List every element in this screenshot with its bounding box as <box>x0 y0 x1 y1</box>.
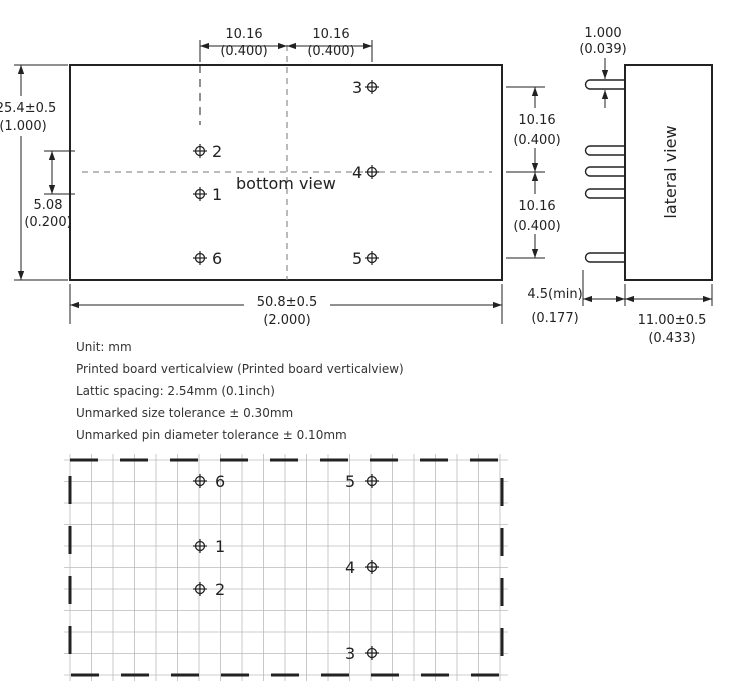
pin-5-mark <box>364 250 380 266</box>
lateral-pin-5 <box>584 252 625 263</box>
pin-1-mark <box>192 186 208 202</box>
pin-3-label: 3 <box>352 78 362 97</box>
pin-5-label: 5 <box>352 249 362 268</box>
pcb-pin-2-mark <box>192 581 208 597</box>
right-lower-dim-mm: 10.16 <box>518 199 555 214</box>
pcb-pin-4-mark <box>364 559 380 575</box>
top-right-dim-in: (0.400) <box>307 44 354 59</box>
pin-1-label: 1 <box>212 185 222 204</box>
pin-diameter-dim-mm: 1.000 <box>584 26 621 41</box>
lateral-pin-4 <box>584 188 625 199</box>
right-upper-dim-mm: 10.16 <box>518 113 555 128</box>
lateral-pin-2 <box>584 145 625 156</box>
pcb-pin-6-label: 6 <box>215 472 225 491</box>
offset-dim-mm: 5.08 <box>34 198 63 213</box>
pcb-pin-2-label: 2 <box>215 580 225 599</box>
lateral-view-label: lateral view <box>661 125 680 218</box>
lateral-pin-1 <box>584 79 625 90</box>
pin-3-mark <box>364 79 380 95</box>
top-left-dim-mm: 10.16 <box>225 27 262 42</box>
bottom-view: 3 2 4 1 6 5 bottom view 10.16 (0.400) 10… <box>0 27 562 328</box>
top-left-dim-in: (0.400) <box>220 44 267 59</box>
note-unit: Unit: mm <box>76 340 132 354</box>
pin-4-mark <box>364 164 380 180</box>
pcb-module-outline <box>68 458 504 677</box>
top-right-dim-mm: 10.16 <box>312 27 349 42</box>
note-size-tolerance: Unmarked size tolerance ± 0.30mm <box>76 406 294 420</box>
pcb-pin-6-mark <box>192 473 208 489</box>
lateral-view-outline <box>624 64 713 281</box>
note-board-view: Printed board verticalview (Printed boar… <box>76 362 404 376</box>
pcb-pin-3-label: 3 <box>345 644 355 663</box>
pin-2-label: 2 <box>212 142 222 161</box>
pcb-pin-5-mark <box>364 473 380 489</box>
width-dim-in: (2.000) <box>263 313 310 328</box>
pcb-pin-1-mark <box>192 538 208 554</box>
pin-6-label: 6 <box>212 249 222 268</box>
pin-6-mark <box>192 250 208 266</box>
pcb-pin-4-label: 4 <box>345 558 355 577</box>
lateral-view: lateral view 1.000 (0.039) 4.5(min) (0.1… <box>527 26 713 346</box>
pcb-pin-5-label: 5 <box>345 472 355 491</box>
depth-dim-mm: 11.00±0.5 <box>638 313 707 328</box>
right-lower-dim-in: (0.400) <box>513 219 560 234</box>
pin-diameter-dim-in: (0.039) <box>579 42 626 57</box>
pcb-layout-view: 6 5 1 4 2 3 <box>64 454 508 681</box>
right-upper-dim-in: (0.400) <box>513 133 560 148</box>
offset-dim-in: (0.200) <box>24 215 71 230</box>
note-pin-diameter-tolerance: Unmarked pin diameter tolerance ± 0.10mm <box>76 428 347 442</box>
lateral-pin-3 <box>584 166 625 177</box>
pin-length-dim-in: (0.177) <box>531 311 578 326</box>
depth-dim-in: (0.433) <box>648 331 695 346</box>
width-dim-mm: 50.8±0.5 <box>257 295 318 310</box>
pin-2-mark <box>192 143 208 159</box>
height-dim-in: (1.000) <box>0 119 47 134</box>
note-lattice-spacing: Lattic spacing: 2.54mm (0.1inch) <box>76 384 275 398</box>
height-dim-mm: 25.4±0.5 <box>0 101 56 116</box>
pin-4-label: 4 <box>352 163 362 182</box>
bottom-view-outline <box>69 64 503 281</box>
notes-list: Unit: mm Printed board verticalview (Pri… <box>76 336 404 446</box>
pcb-pin-3-mark <box>364 645 380 661</box>
pin-length-dim-mm: 4.5(min) <box>527 287 582 302</box>
bottom-view-label: bottom view <box>236 174 336 193</box>
lattice-grid <box>64 454 508 681</box>
pcb-pin-1-label: 1 <box>215 537 225 556</box>
